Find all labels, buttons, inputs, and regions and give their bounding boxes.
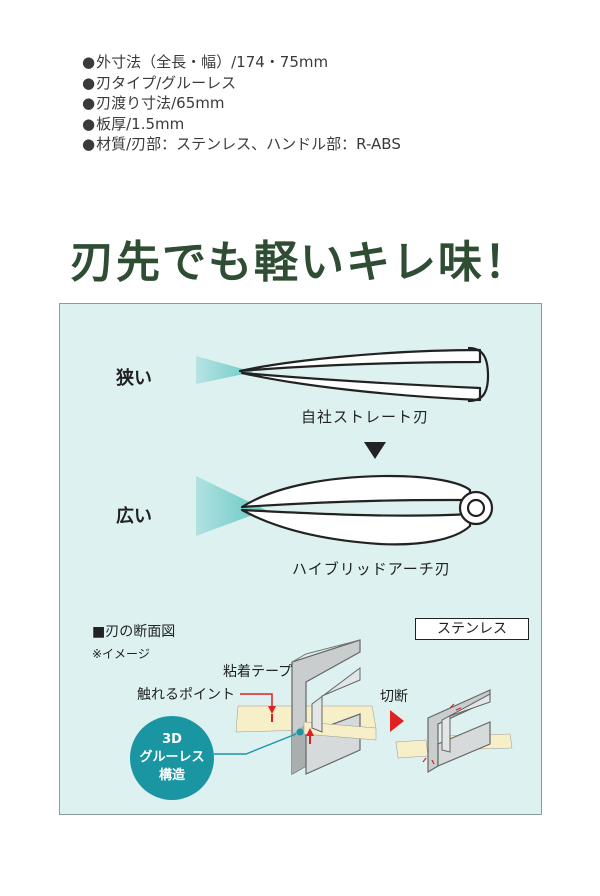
up-red-arrow bbox=[306, 728, 314, 736]
tape-label: 粘着テープ bbox=[223, 664, 293, 680]
cut-label: 切断 bbox=[380, 689, 408, 705]
material-tag: ステンレス bbox=[415, 618, 529, 640]
cut-arrow bbox=[390, 710, 404, 732]
straight-blade-caption: 自社ストレート刃 bbox=[301, 408, 430, 426]
down-red-arrow bbox=[268, 706, 276, 714]
section-title: ■刃の断面図 bbox=[92, 624, 176, 640]
spec-material: 材質/刃部：ステンレス、ハンドル部：R-ABS bbox=[82, 134, 401, 155]
narrow-angle-wedge bbox=[196, 356, 254, 384]
arch-blade-caption: ハイブリッドアーチ刃 bbox=[292, 560, 451, 578]
cross-section-right bbox=[395, 689, 513, 774]
blade-illustrations bbox=[196, 346, 513, 776]
glueless-3d-badge: 3D グルーレス 構造 bbox=[130, 716, 214, 800]
spec-dimensions: 外寸法（全長・幅）/174・75mm bbox=[82, 52, 401, 73]
spec-blade-type: 刃タイプ/グルーレス bbox=[82, 73, 401, 94]
narrow-label: 狭い bbox=[116, 368, 152, 389]
down-arrow bbox=[364, 442, 386, 459]
feature-panel: 狭い 自社ストレート刃 広い ハイブリッドアーチ刃 ■刃の断面図 ※イメージ ス… bbox=[59, 303, 542, 815]
wide-angle-wedge bbox=[196, 476, 266, 536]
badge-line-3: 構造 bbox=[158, 768, 185, 783]
badge-leader bbox=[214, 733, 297, 755]
image-note: ※イメージ bbox=[92, 647, 150, 661]
contact-point-label: 触れるポイント bbox=[137, 687, 235, 703]
badge-line-2: グルーレス bbox=[139, 750, 205, 765]
cross-section-left bbox=[235, 639, 377, 776]
badge-line-1: 3D bbox=[162, 732, 182, 747]
wide-label: 広い bbox=[116, 506, 152, 527]
headline: 刃先でも軽いキレ味！ bbox=[70, 237, 530, 288]
leader-lines bbox=[240, 693, 273, 706]
spec-list: 外寸法（全長・幅）/174・75mm 刃タイプ/グルーレス 刃渡り寸法/65mm… bbox=[82, 52, 401, 155]
spec-blade-length: 刃渡り寸法/65mm bbox=[82, 93, 401, 114]
arch-blade-icon bbox=[240, 474, 494, 546]
straight-blade-icon bbox=[238, 346, 490, 403]
spec-thickness: 板厚/1.5mm bbox=[82, 114, 401, 135]
